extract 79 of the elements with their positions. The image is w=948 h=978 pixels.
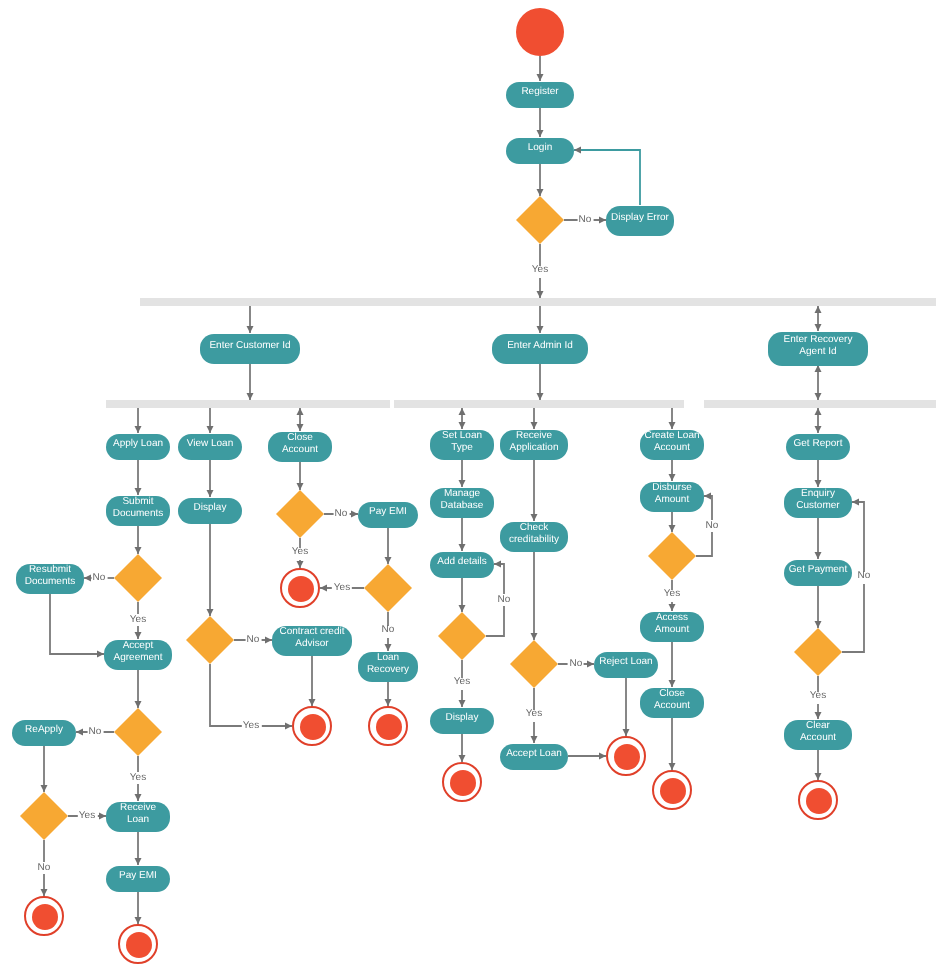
decision-diamond — [510, 640, 558, 688]
decision-diamond — [20, 792, 68, 840]
arrow — [536, 106, 544, 138]
decision-diamond — [186, 616, 234, 664]
arrow — [458, 458, 466, 488]
decision-diamond — [114, 554, 162, 602]
end-node — [798, 780, 838, 820]
end-node — [280, 568, 320, 608]
arrow — [384, 680, 392, 707]
arrow — [296, 537, 304, 569]
arrow — [841, 498, 865, 653]
arrow — [536, 362, 544, 401]
arrow — [668, 640, 676, 688]
end-node — [652, 770, 692, 810]
end-node — [24, 896, 64, 936]
arrow — [246, 305, 254, 334]
arrow — [458, 576, 466, 613]
arrow — [40, 744, 48, 793]
arrow — [814, 364, 822, 401]
decision-diamond — [648, 532, 696, 580]
arrow — [668, 407, 676, 430]
arrow — [695, 492, 713, 557]
arrow — [206, 407, 214, 434]
arrow — [49, 592, 105, 658]
end-node — [368, 706, 408, 746]
arrow — [814, 516, 822, 560]
arrow — [134, 668, 142, 709]
arrow — [814, 748, 822, 781]
arrow — [458, 659, 466, 708]
arrow — [134, 830, 142, 866]
arrow — [814, 584, 822, 629]
arrow — [530, 687, 538, 744]
arrow — [134, 407, 142, 434]
arrow — [530, 407, 538, 430]
arrow — [308, 654, 316, 707]
arrow — [246, 362, 254, 401]
arrow — [536, 162, 544, 197]
arrow — [668, 458, 676, 482]
start-node — [516, 8, 564, 56]
arrow — [384, 526, 392, 565]
arrow — [668, 716, 676, 771]
arrow — [573, 146, 641, 206]
arrow — [40, 839, 48, 897]
arrow — [485, 560, 505, 637]
arrow — [536, 55, 544, 82]
arrow — [134, 890, 142, 925]
end-node — [442, 762, 482, 802]
arrow — [622, 676, 630, 737]
end-node — [118, 924, 158, 964]
arrow — [206, 458, 214, 498]
end-node — [292, 706, 332, 746]
arrow — [134, 524, 142, 555]
arrow — [296, 460, 304, 491]
end-node — [606, 736, 646, 776]
arrow — [814, 675, 822, 720]
decision-diamond — [114, 708, 162, 756]
arrow — [536, 243, 544, 299]
arrow — [458, 407, 466, 430]
decision-diamond — [438, 612, 486, 660]
arrow — [384, 611, 392, 652]
arrow — [209, 663, 293, 730]
decision-diamond — [276, 490, 324, 538]
arrow — [668, 579, 676, 612]
arrow — [567, 752, 607, 760]
decision-diamond — [794, 628, 842, 676]
arrow — [536, 305, 544, 334]
arrow — [814, 458, 822, 488]
arrow — [134, 458, 142, 496]
arrow — [206, 522, 214, 617]
arrow — [814, 305, 822, 332]
arrow — [296, 407, 304, 432]
arrow — [530, 550, 538, 641]
arrow — [458, 516, 466, 552]
arrow — [814, 407, 822, 434]
decision-diamond — [516, 196, 564, 244]
decision-diamond — [364, 564, 412, 612]
arrow — [458, 732, 466, 763]
arrow — [668, 510, 676, 533]
arrow — [530, 458, 538, 522]
